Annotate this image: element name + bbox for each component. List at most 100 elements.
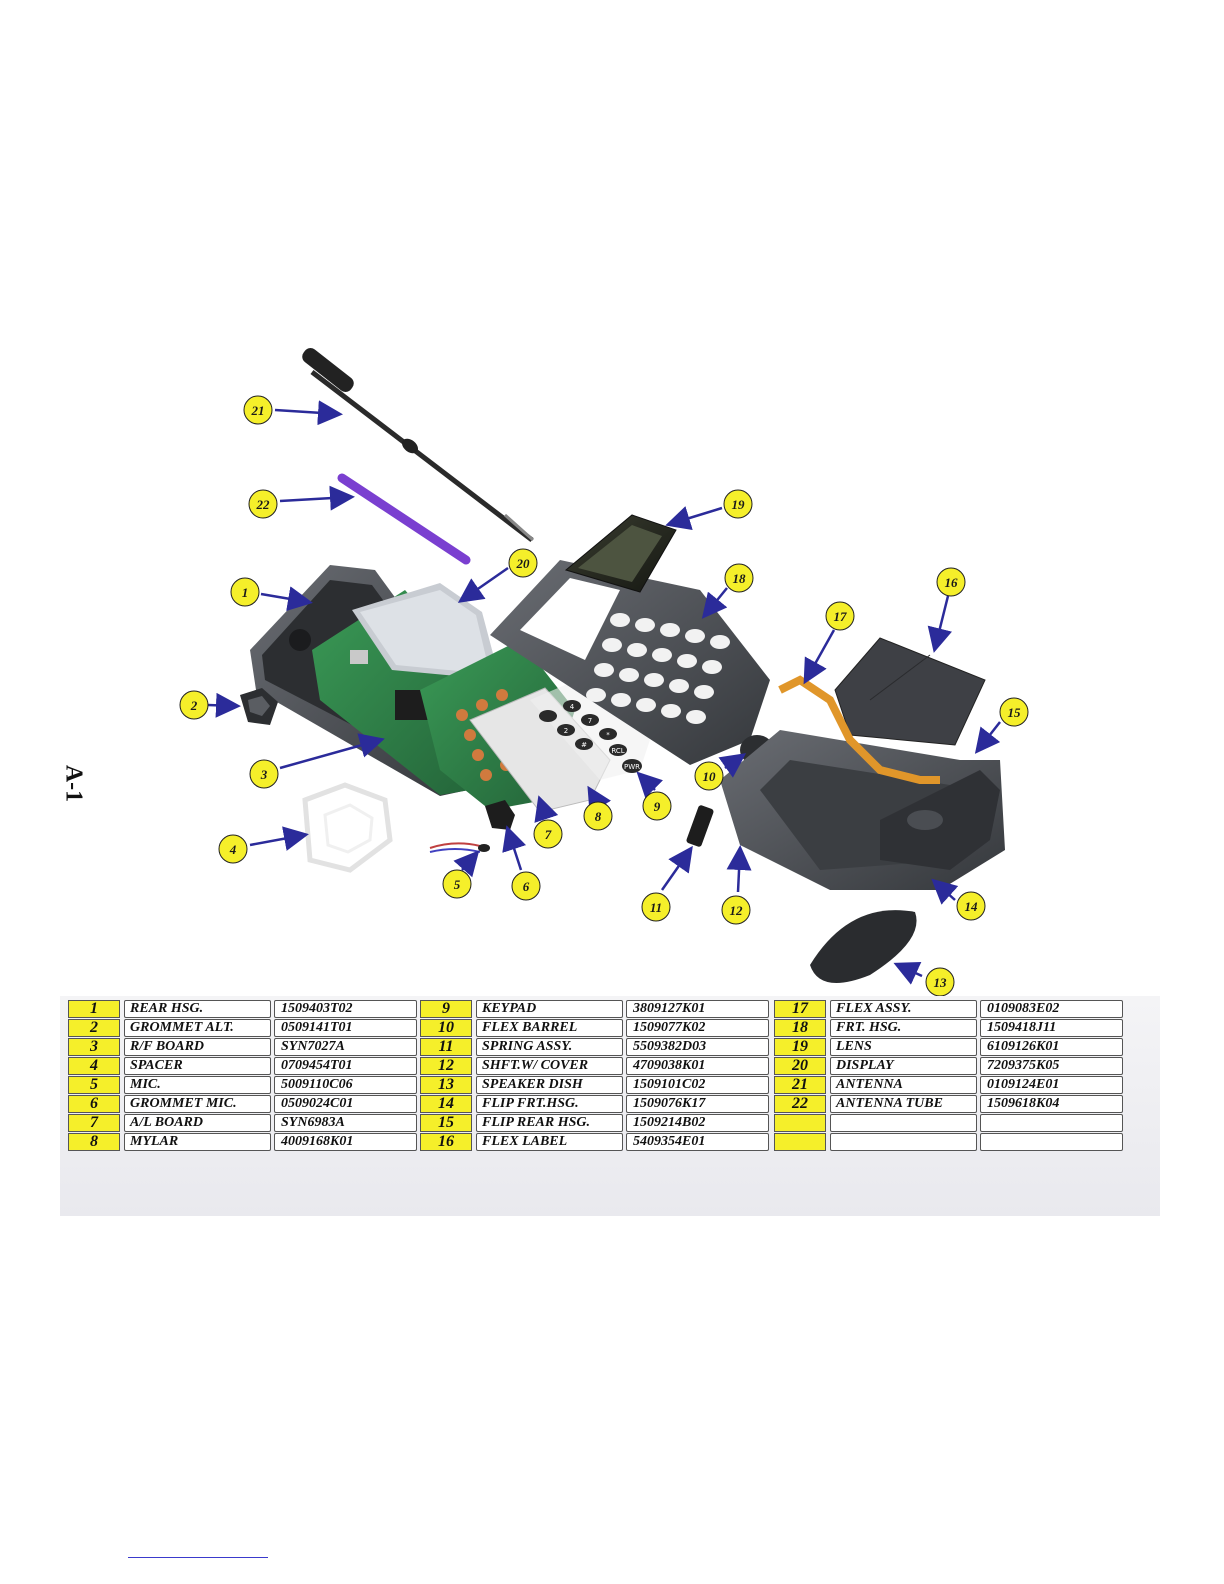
- callout-label: 16: [945, 575, 959, 590]
- keypad-key: 4: [570, 703, 575, 711]
- part-number-cell: 11: [420, 1038, 472, 1056]
- lens-part: [564, 514, 677, 593]
- part-code-cell: 0509141T01: [274, 1019, 417, 1037]
- callout-label: 1: [242, 585, 249, 600]
- arrow-14: [931, 878, 959, 905]
- callout-8: 8: [583, 801, 613, 831]
- callout-arrows: [207, 400, 1001, 985]
- part-name-cell: MYLAR: [124, 1133, 271, 1151]
- part-number-cell: 6: [68, 1095, 120, 1113]
- part-name-cell: FLIP FRT.HSG.: [476, 1095, 623, 1113]
- flip-front-housing-part: [880, 770, 1000, 870]
- callout-label: 11: [650, 900, 662, 915]
- callout-5: 5: [442, 869, 472, 899]
- part-code-cell: 5009110C06: [274, 1076, 417, 1094]
- arrow-11: [660, 845, 693, 891]
- part-code-cell: 0509024C01: [274, 1095, 417, 1113]
- part-number-cell: 5: [68, 1076, 120, 1094]
- callout-2: 2: [179, 690, 209, 720]
- part-code-cell: 0109124E01: [980, 1076, 1123, 1094]
- part-number-cell: 21: [774, 1076, 826, 1094]
- arrow-12: [726, 845, 752, 893]
- flex-label-part: [834, 637, 986, 746]
- callout-9: 9: [642, 791, 672, 821]
- callout-label: 7: [545, 827, 552, 842]
- part-code-cell: 1509077K02: [626, 1019, 769, 1037]
- part-number-cell: 12: [420, 1057, 472, 1075]
- part-number-cell: 8: [68, 1133, 120, 1151]
- arrow-8: [587, 785, 612, 814]
- callout-19: 19: [723, 489, 753, 519]
- part-name-cell: LENS: [830, 1038, 977, 1056]
- arrow-3: [279, 733, 385, 770]
- part-number-cell: 13: [420, 1076, 472, 1094]
- callout-4: 4: [218, 834, 248, 864]
- arrow-13: [893, 961, 923, 985]
- keypad-key: PWR: [624, 763, 640, 771]
- part-code-cell: 5509382D03: [626, 1038, 769, 1056]
- arrow-16: [927, 595, 952, 653]
- part-number-cell: [774, 1133, 826, 1151]
- part-code-cell: 3809127K01: [626, 1000, 769, 1018]
- part-number-cell: [774, 1114, 826, 1132]
- spacer-part: [302, 782, 393, 873]
- callout-label: 6: [523, 879, 530, 894]
- callout-14: 14: [956, 891, 986, 921]
- antenna-part: [302, 348, 534, 542]
- flex-assy-part: [778, 675, 940, 784]
- callout-22: 22: [248, 489, 278, 519]
- arrow-5: [453, 850, 480, 878]
- callout-20: 20: [508, 548, 538, 578]
- callout-15: 15: [999, 697, 1029, 727]
- callouts: 1 2 3 4 5 6 7 8 9 10 11 12 13 14 15 16 1…: [179, 395, 1029, 997]
- part-code-cell: SYN7027A: [274, 1038, 417, 1056]
- part-code-cell: 1509618K04: [980, 1095, 1123, 1113]
- part-name-cell: DISPLAY: [830, 1057, 977, 1075]
- callout-label: 17: [834, 609, 848, 624]
- callout-1: 1: [230, 577, 260, 607]
- part-code-cell: 7209375K05: [980, 1057, 1123, 1075]
- callout-label: 12: [730, 903, 744, 918]
- part-name-cell: GROMMET ALT.: [124, 1019, 271, 1037]
- keypad-part: 4 7 * 2 # RCL PWR: [530, 670, 650, 780]
- callout-label: 3: [260, 767, 268, 782]
- arrow-17: [803, 629, 836, 685]
- callout-13: 13: [925, 967, 955, 997]
- arrow-9: [636, 771, 663, 798]
- callout-label: 15: [1008, 705, 1022, 720]
- part-number-cell: 18: [774, 1019, 826, 1037]
- arrow-21: [274, 400, 343, 426]
- front-housing-part: [490, 560, 770, 765]
- arrow-1: [260, 586, 313, 611]
- part-number-cell: 1: [68, 1000, 120, 1018]
- callout-11: 11: [641, 892, 671, 922]
- callout-label: 9: [654, 799, 661, 814]
- arrow-18: [701, 587, 728, 619]
- part-code-cell: 1509214B02: [626, 1114, 769, 1132]
- footer-divider: [128, 1557, 268, 1558]
- spring-assy-part: [686, 805, 714, 847]
- arrow-6: [502, 825, 527, 871]
- exploded-view-diagram: 4 7 * 2 # RCL PWR: [179, 348, 1029, 997]
- part-code-cell: SYN6983A: [274, 1114, 417, 1132]
- part-number-cell: 4: [68, 1057, 120, 1075]
- part-code-cell: [980, 1114, 1123, 1132]
- part-code-cell: 1509418J11: [980, 1019, 1123, 1037]
- part-number-cell: 9: [420, 1000, 472, 1018]
- part-number-cell: 3: [68, 1038, 120, 1056]
- part-name-cell: A/L BOARD: [124, 1114, 271, 1132]
- callout-label: 18: [733, 571, 747, 586]
- part-code-cell: 5409354E01: [626, 1133, 769, 1151]
- part-number-cell: 14: [420, 1095, 472, 1113]
- part-number-cell: 10: [420, 1019, 472, 1037]
- part-name-cell: [830, 1114, 977, 1132]
- arrow-7: [534, 795, 559, 823]
- callout-label: 21: [251, 403, 265, 418]
- part-name-cell: FLEX ASSY.: [830, 1000, 977, 1018]
- arrow-15: [974, 721, 1001, 754]
- callout-label: 19: [732, 497, 746, 512]
- part-name-cell: GROMMET MIC.: [124, 1095, 271, 1113]
- callout-label: 8: [595, 809, 602, 824]
- mic-part: [429, 842, 490, 853]
